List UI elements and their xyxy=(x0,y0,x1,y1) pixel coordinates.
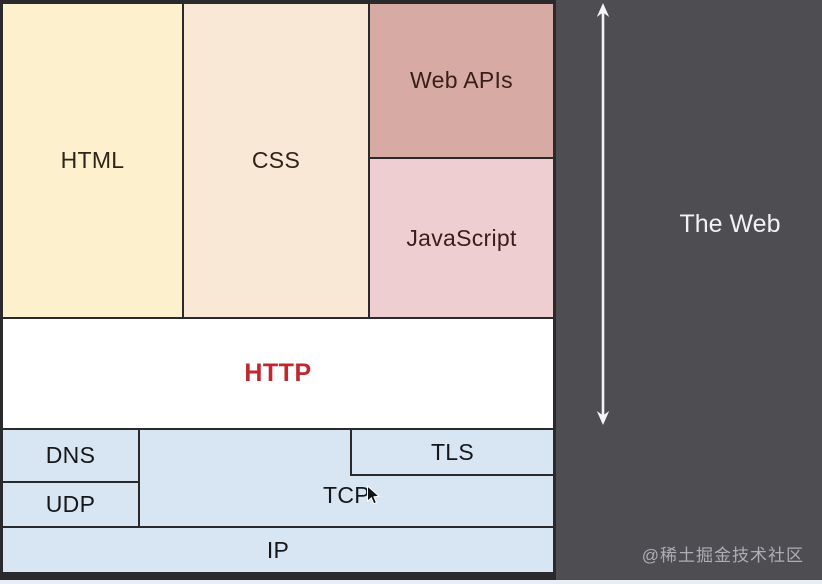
web-apis-layer-label: Web APIs xyxy=(410,67,513,93)
dns-layer-label: DNS xyxy=(45,442,96,468)
html-layer-label: HTML xyxy=(60,147,125,173)
tls-layer-label: TLS xyxy=(430,438,475,465)
css-layer-label: CSS xyxy=(251,147,301,173)
tls-layer: TLS xyxy=(350,430,553,476)
http-layer-label: HTTP xyxy=(244,359,312,387)
watermark: @稀土掘金技术社区 xyxy=(641,546,804,565)
web-stack-diagram: HTML CSS Web APIs JavaScript HTTP DNS UD… xyxy=(0,0,556,580)
frame-bottom-edge xyxy=(0,580,822,584)
double-arrow-icon xyxy=(596,3,610,425)
tcp-layer-label: TCP xyxy=(323,482,370,508)
http-layer: HTTP xyxy=(3,319,553,428)
web-apis-layer: Web APIs xyxy=(370,4,553,157)
dns-layer: DNS xyxy=(3,430,138,481)
ip-layer-label: IP xyxy=(266,536,290,563)
the-web-label: The Web xyxy=(679,210,781,238)
javascript-layer-label: JavaScript xyxy=(406,224,517,251)
javascript-layer: JavaScript xyxy=(370,159,553,317)
html-layer: HTML xyxy=(3,4,182,317)
udp-layer-label: UDP xyxy=(45,491,96,517)
ip-layer: IP xyxy=(3,528,553,572)
mouse-cursor-icon xyxy=(367,485,381,505)
udp-layer: UDP xyxy=(3,483,138,526)
css-layer: CSS xyxy=(184,4,368,317)
